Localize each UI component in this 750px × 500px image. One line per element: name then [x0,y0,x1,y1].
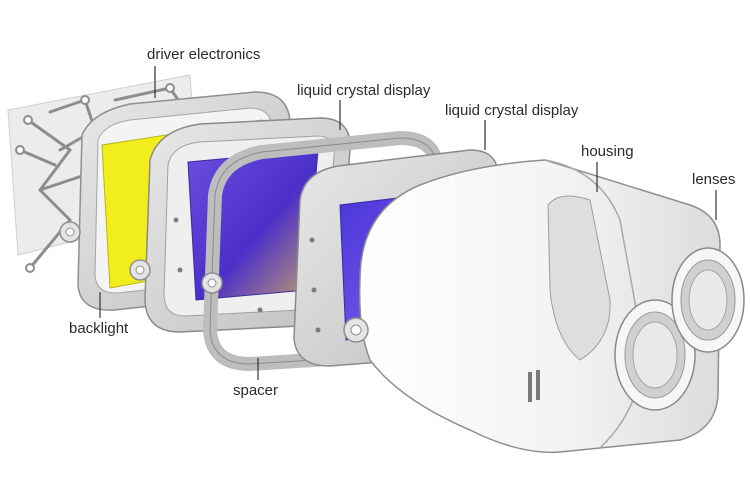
leader-lines [99,66,717,380]
lens-left [614,299,696,411]
label-liquid-crystal-display-2: liquid crystal display [445,102,579,119]
label-housing: housing [581,143,634,160]
label-lenses: lenses [692,171,736,188]
label-backlight: backlight [69,320,129,337]
lenses [614,247,745,411]
label-driver-electronics: driver electronics [147,46,261,63]
label-spacer: spacer [233,382,279,399]
lens-right [671,247,745,353]
label-liquid-crystal-display-1: liquid crystal display [297,82,431,99]
